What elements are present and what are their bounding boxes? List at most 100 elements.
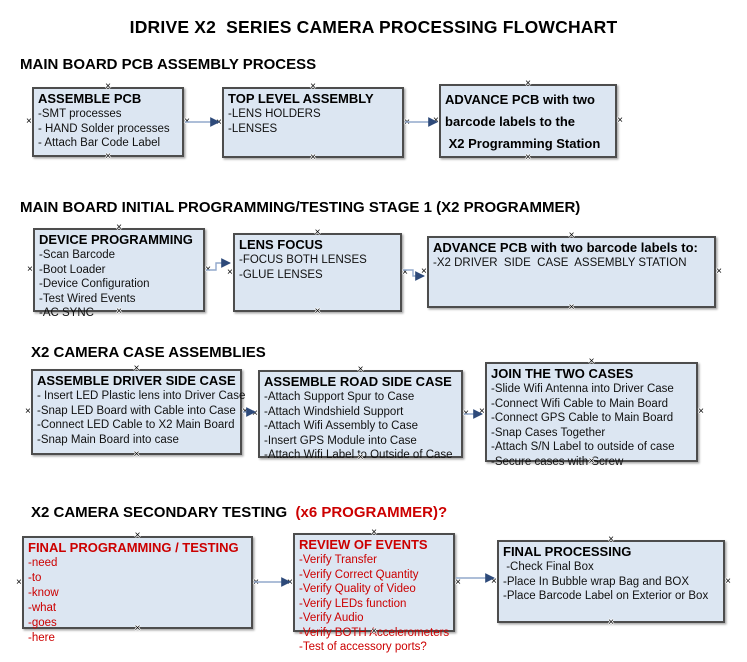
- flow-box-review-of-events[interactable]: REVIEW OF EVENTS-Verify Transfer-Verify …: [287, 528, 461, 654]
- section-heading-text: MAIN BOARD INITIAL PROGRAMMING/TESTING S…: [20, 199, 581, 216]
- connection-point-icon: ×: [716, 266, 722, 277]
- connector-arrow: [206, 258, 231, 271]
- box-item: -X2 DRIVER SIDE CASE ASSEMBLY STATION: [433, 257, 687, 270]
- flow-box-final-programming-testing[interactable]: FINAL PROGRAMMING / TESTING -need -to -know…: [16, 531, 259, 644]
- connection-point-icon: ×: [26, 116, 32, 127]
- box-item: -Scan Barcode: [39, 249, 116, 262]
- box-item: -AC SYNC: [39, 307, 94, 320]
- box-item: - Insert LED Plastic lens into Driver Ca…: [37, 390, 246, 403]
- box-item: -Test Wired Events: [39, 292, 136, 305]
- box-item: -SMT processes: [38, 108, 122, 121]
- box-title: barcode labels to the: [445, 113, 576, 129]
- box-item: -Verify Quality of Video: [299, 583, 416, 596]
- connection-point-icon: ×: [314, 306, 321, 317]
- section-heading-initial-programming: MAIN BOARD INITIAL PROGRAMMING/TESTING S…: [20, 199, 580, 216]
- box-title: ASSEMBLE DRIVER SIDE CASE: [37, 373, 236, 388]
- flow-box-top-level-assembly[interactable]: TOP LEVEL ASSEMBLY-LENS HOLDERS-LENSES××…: [216, 82, 410, 163]
- box-item: - HAND Solder processes: [38, 122, 170, 135]
- flow-box-assemble-road-side-case[interactable]: ASSEMBLE ROAD SIDE CASE -Attach Support S…: [252, 365, 469, 463]
- box-item: -Connect Wifi Cable to Main Board: [491, 397, 669, 410]
- flow-box-join-the-two-cases[interactable]: JOIN THE TWO CASES -Slide Wifi Antenna in…: [479, 357, 704, 468]
- connection-point-icon: ×: [310, 152, 316, 163]
- box-item: -here: [28, 631, 55, 644]
- box-item: -Snap Main Board into case: [37, 433, 179, 446]
- flow-box-assemble-driver-side-case[interactable]: ASSEMBLE DRIVER SIDE CASE - Insert LED Pl…: [25, 364, 248, 460]
- connection-point-icon: ×: [525, 152, 531, 163]
- box-item: -Snap LED Board with Cable into Case: [37, 404, 236, 417]
- connection-point-icon: ×: [105, 151, 111, 162]
- section-heading-secondary-testing: X2 CAMERA SECONDARY TESTING (x6 PROGRAMM…: [31, 504, 447, 521]
- box-item: -need: [28, 557, 58, 570]
- section-heading-text: X2 CAMERA CASE ASSEMBLIES: [31, 344, 266, 361]
- connection-point-icon: ×: [455, 576, 461, 588]
- section-heading-text: MAIN BOARD PCB ASSEMBLY PROCESS: [20, 56, 317, 73]
- box-item: -goes: [28, 617, 57, 629]
- connection-point-icon: ×: [491, 575, 497, 587]
- box-item: -Boot Loader: [39, 263, 106, 276]
- box-item: -GLUE LENSES: [239, 268, 323, 281]
- box-title: FINAL PROGRAMMING / TESTING: [28, 540, 239, 555]
- box-title: ASSEMBLE PCB: [38, 91, 142, 106]
- box-item: -Check Final Box: [503, 561, 594, 574]
- connection-point-icon: ×: [725, 575, 731, 587]
- connection-point-icon: ×: [27, 264, 33, 275]
- box-item: -Slide Wifi Antenna into Driver Case: [491, 383, 674, 396]
- box-title: ADVANCE PCB with two barcode labels to:: [433, 240, 698, 255]
- box-item: -Attach Support Spur to Case: [264, 391, 415, 404]
- box-item: -Insert GPS Module into Case: [264, 434, 417, 447]
- box-item: -Snap Cases Together: [491, 426, 606, 439]
- page-title: IDRIVE X2 SERIES CAMERA PROCESSING FLOWC…: [129, 17, 618, 37]
- section-heading-pcb-assembly: MAIN BOARD PCB ASSEMBLY PROCESS: [20, 56, 316, 73]
- section-heading-text: X2 CAMERA SECONDARY TESTING: [31, 504, 288, 521]
- connection-point-icon: ×: [698, 406, 704, 417]
- section-heading-case-assemblies: X2 CAMERA CASE ASSEMBLIES: [31, 344, 266, 361]
- connection-point-icon: ×: [227, 266, 233, 278]
- connection-point-icon: ×: [402, 266, 408, 278]
- box-title: TOP LEVEL ASSEMBLY: [228, 91, 374, 106]
- box-item: -Test of accessory ports?: [299, 641, 427, 654]
- box-item: -FOCUS BOTH LENSES: [239, 254, 367, 267]
- section-heading-accent: (x6 PROGRAMMER)?: [287, 504, 448, 521]
- connection-point-icon: ×: [205, 264, 211, 275]
- flow-box-advance-pcb-driver-side-station[interactable]: ADVANCE PCB with two barcode labels to: -…: [421, 231, 722, 313]
- connection-point-icon: ×: [252, 408, 258, 419]
- box-item: -Attach S/N Label to outside of case: [491, 441, 675, 454]
- box-item: -what: [28, 602, 57, 615]
- connector-arrow: [403, 269, 425, 281]
- connection-point-icon: ×: [608, 617, 614, 628]
- flow-box-lens-focus[interactable]: LENS FOCUS-FOCUS BOTH LENSES-GLUE LENSES…: [227, 228, 408, 317]
- box-item: -Verify Correct Quantity: [299, 568, 419, 581]
- box-item: -Verify LEDs function: [299, 597, 407, 610]
- connection-point-icon: ×: [253, 576, 259, 588]
- flow-box-device-programming[interactable]: DEVICE PROGRAMMING-Scan Barcode-Boot Loa…: [27, 223, 211, 320]
- box-title: JOIN THE TWO CASES: [491, 366, 634, 381]
- box-item: -Verify Transfer: [299, 554, 377, 567]
- box-item: -Connect LED Cable to X2 Main Board: [37, 419, 235, 432]
- box-title: ASSEMBLE ROAD SIDE CASE: [264, 374, 452, 389]
- connection-point-icon: ×: [421, 266, 427, 277]
- box-item: -Verify Audio: [299, 612, 364, 625]
- box-title: REVIEW OF EVENTS: [299, 537, 428, 552]
- box-item: -to: [28, 572, 42, 585]
- box-item: -Secure cases with Screw: [491, 455, 624, 468]
- flow-box-final-processing[interactable]: FINAL PROCESSING -Check Final Box-Place …: [491, 535, 731, 628]
- box-item: -Attach Windshield Support: [264, 405, 404, 418]
- box-item: -Verify BOTH Accelerometers: [299, 626, 450, 639]
- box-title: FINAL PROCESSING: [503, 544, 632, 559]
- box-item: -Connect GPS Cable to Main Board: [491, 412, 674, 425]
- box-item: -Place In Bubble wrap Bag and BOX: [503, 575, 690, 588]
- box-item: -Place Barcode Label on Exterior or Box: [503, 590, 709, 603]
- box-item: -Attach Wifi Assembly to Case: [264, 420, 419, 433]
- flow-box-assemble-pcb[interactable]: ASSEMBLE PCB -SMT processes- HAND Solder …: [26, 82, 190, 162]
- box-title: X2 Programming Station: [445, 135, 601, 151]
- connection-point-icon: ×: [133, 449, 140, 460]
- connection-point-icon: ×: [16, 576, 22, 588]
- box-item: -LENSES: [228, 122, 278, 135]
- connection-point-icon: ×: [287, 576, 293, 588]
- connection-point-icon: ×: [242, 406, 248, 417]
- box-item: -know: [28, 587, 59, 600]
- box-item: - Attach Bar Code Label: [38, 137, 161, 150]
- box-item: -LENS HOLDERS: [228, 108, 321, 121]
